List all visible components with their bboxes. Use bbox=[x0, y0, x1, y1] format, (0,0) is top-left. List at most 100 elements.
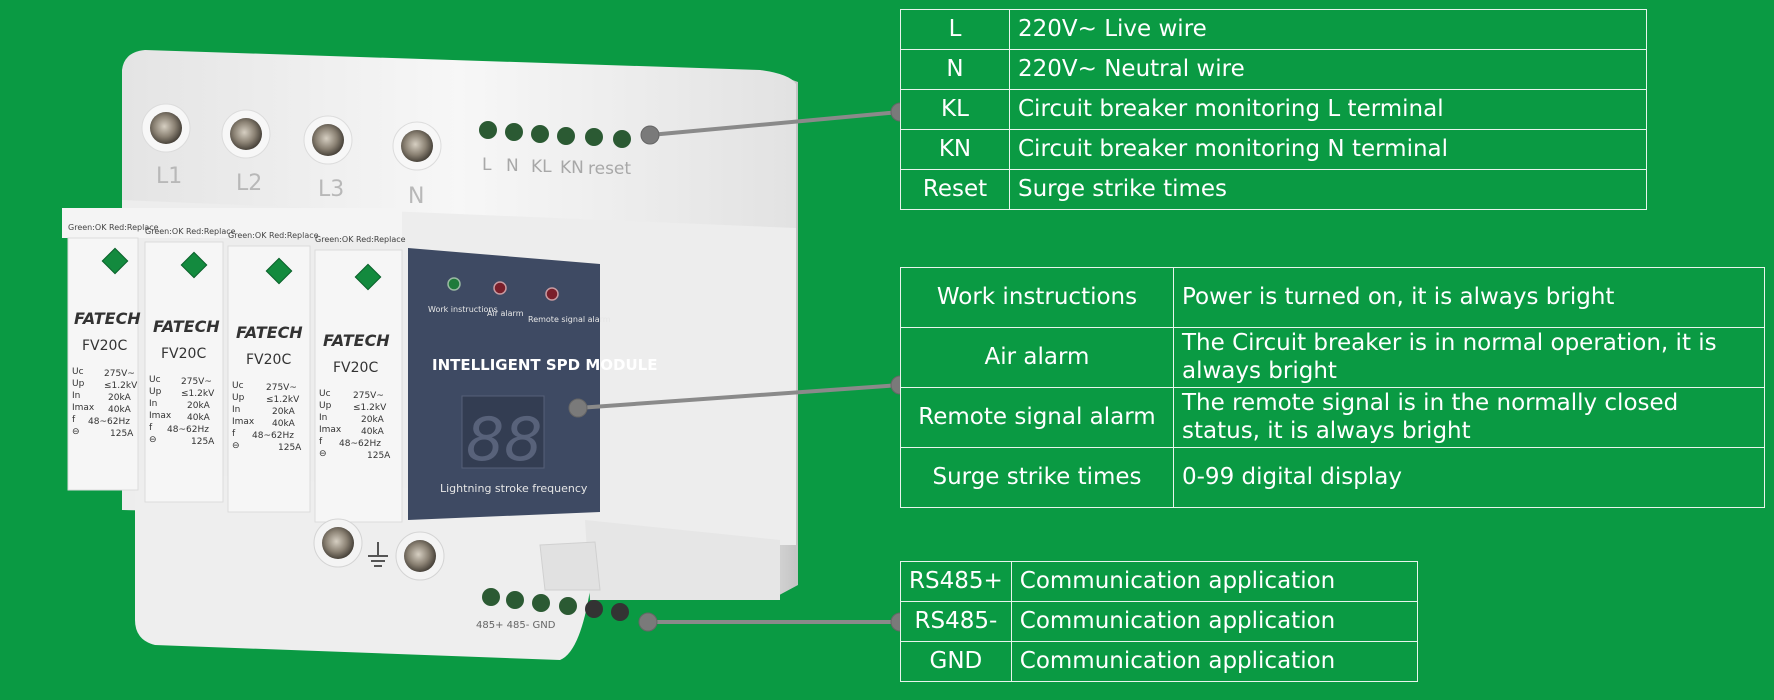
signal-label-l: L bbox=[482, 155, 492, 175]
communication-key: RS485+ bbox=[900, 561, 1012, 602]
module-model: FV20C bbox=[161, 346, 206, 362]
module-brand: FATECH bbox=[153, 317, 220, 336]
table-row: Reset Surge strike times bbox=[900, 169, 1647, 210]
module-status-label: Green:OK Red:Replace bbox=[228, 231, 319, 240]
table-row: GND Communication application bbox=[900, 641, 1419, 682]
module-spec-uc: Uc bbox=[72, 367, 84, 377]
panel-caption: Lightning stroke frequency bbox=[440, 482, 588, 495]
communication-key: RS485- bbox=[900, 601, 1012, 642]
module-spec-in-value: 20kA bbox=[187, 401, 211, 411]
terminal-label-l1: L1 bbox=[156, 164, 182, 189]
communication-description: Communication application bbox=[1010, 601, 1419, 642]
module-spec-fuse: ⊖ bbox=[319, 449, 327, 459]
panel-title: INTELLIGENT SPD MODULE bbox=[432, 356, 657, 374]
indicator-key: Work instructions bbox=[900, 267, 1174, 328]
module-spec-uc: Uc bbox=[319, 389, 331, 399]
module-spec-f: f bbox=[149, 423, 153, 433]
module-spec-up-value: ≤1.2kV bbox=[353, 403, 387, 413]
module-spec-fuse: ⊖ bbox=[149, 435, 157, 445]
module-spec-imax-value: 40kA bbox=[187, 413, 211, 423]
device-top-body bbox=[122, 50, 796, 230]
device-lower-body bbox=[135, 470, 590, 660]
surge-module-1: Green:OK Red:Replace FATECH FV20C Uc 275… bbox=[67, 223, 159, 491]
module-spec-f: f bbox=[232, 429, 236, 439]
module-spec-up: Up bbox=[72, 379, 85, 389]
signal-label-kl: KL bbox=[531, 157, 552, 177]
module-spec-f: f bbox=[319, 437, 323, 447]
surge-module-4: Green:OK Red:Replace FATECH FV20C Uc 275… bbox=[314, 235, 406, 523]
module-spec-imax-value: 40kA bbox=[108, 405, 132, 415]
indicator-description: The remote signal is in the normally clo… bbox=[1173, 387, 1765, 448]
module-spec-f-value: 48~62Hz bbox=[88, 417, 130, 427]
signal-label-n: N bbox=[506, 156, 519, 176]
device-bottom-block bbox=[585, 520, 780, 600]
indicator-air-alarm bbox=[493, 281, 507, 295]
module-spec-up: Up bbox=[149, 387, 162, 397]
module-brand: FATECH bbox=[236, 323, 303, 342]
table-row: N 220V~ Neutral wire bbox=[900, 49, 1647, 90]
indicator-key: Air alarm bbox=[900, 327, 1174, 388]
communication-description: Communication application bbox=[1010, 561, 1419, 602]
signal-terminals bbox=[479, 121, 631, 148]
module-spec-fuse: ⊖ bbox=[72, 427, 80, 437]
panel-label-remote: Remote signal alarm bbox=[528, 315, 611, 324]
module-spec-fuse-value: 125A bbox=[278, 443, 302, 453]
terminal-description: Circuit breaker monitoring N terminal bbox=[1009, 129, 1647, 170]
leader-dot-communication-device bbox=[638, 612, 658, 632]
signal-label-kn: KN bbox=[560, 158, 584, 178]
module-brand: FATECH bbox=[323, 331, 390, 350]
module-status-label: Green:OK Red:Replace bbox=[68, 223, 159, 232]
terminal-description-table: L 220V~ Live wire N 220V~ Neutral wire K… bbox=[900, 9, 1647, 210]
spd-device-illustration: L1 L2 L3 N L N KL KN reset Green:OK Red:… bbox=[62, 50, 900, 660]
module-spec-f-value: 48~62Hz bbox=[167, 425, 209, 435]
panel-label-air: Air alarm bbox=[487, 309, 524, 318]
module-spec-in: In bbox=[232, 405, 240, 415]
table-row: KN Circuit breaker monitoring N terminal bbox=[900, 129, 1647, 170]
communication-key: GND bbox=[900, 641, 1012, 682]
indicator-description: The Circuit breaker is in normal operati… bbox=[1173, 327, 1765, 388]
communication-terminal-labels: 485+ 485- GND bbox=[476, 620, 556, 631]
module-spec-fuse-value: 125A bbox=[191, 437, 215, 447]
leader-dot-terminals-table bbox=[890, 102, 900, 122]
leader-lines bbox=[577, 110, 900, 624]
module-spec-up-value: ≤1.2kV bbox=[266, 395, 300, 405]
top-terminal-screws bbox=[141, 103, 442, 171]
ground-terminal-screws bbox=[313, 518, 445, 581]
module-spec-in: In bbox=[72, 391, 80, 401]
terminal-label-n: N bbox=[408, 184, 424, 209]
module-spec-uc: Uc bbox=[232, 381, 244, 391]
module-spec-f-value: 48~62Hz bbox=[339, 439, 381, 449]
terminal-key: KL bbox=[900, 89, 1010, 130]
indicator-key: Remote signal alarm bbox=[900, 387, 1174, 448]
terminal-description: Circuit breaker monitoring L terminal bbox=[1009, 89, 1647, 130]
module-spec-uc: Uc bbox=[149, 375, 161, 385]
communication-terminals bbox=[482, 588, 629, 621]
module-spec-in-value: 20kA bbox=[108, 393, 132, 403]
leader-dot-terminals-device bbox=[640, 125, 660, 145]
module-spec-uc-value: 275V~ bbox=[104, 369, 135, 379]
indicator-remote-alarm bbox=[545, 287, 559, 301]
module-spec-imax: Imax bbox=[319, 425, 342, 435]
module-spec-uc-value: 275V~ bbox=[266, 383, 297, 393]
terminal-key: N bbox=[900, 49, 1010, 90]
signal-label-reset: reset bbox=[588, 159, 631, 179]
terminal-description: 220V~ Neutral wire bbox=[1009, 49, 1647, 90]
module-spec-imax-value: 40kA bbox=[272, 419, 296, 429]
module-status-label: Green:OK Red:Replace bbox=[315, 235, 406, 244]
terminal-key: KN bbox=[900, 129, 1010, 170]
module-spec-in: In bbox=[319, 413, 327, 423]
module-spec-imax: Imax bbox=[232, 417, 255, 427]
digital-display bbox=[461, 395, 545, 469]
terminal-label-l2: L2 bbox=[236, 171, 262, 196]
leader-line-panel bbox=[577, 383, 900, 410]
intelligent-spd-panel: Work instructions Air alarm Remote signa… bbox=[408, 248, 657, 520]
surge-module-2: Green:OK Red:Replace FATECH FV20C Uc 275… bbox=[144, 227, 236, 503]
table-row: RS485- Communication application bbox=[900, 601, 1419, 642]
communication-description: Communication application bbox=[1010, 641, 1419, 682]
leader-line-terminals bbox=[649, 110, 900, 137]
table-row: Remote signal alarm The remote signal is… bbox=[900, 387, 1765, 448]
module-spec-f-value: 48~62Hz bbox=[252, 431, 294, 441]
surge-module-3: Green:OK Red:Replace FATECH FV20C Uc 275… bbox=[227, 231, 319, 513]
table-row: Air alarm The Circuit breaker is in norm… bbox=[900, 327, 1765, 388]
